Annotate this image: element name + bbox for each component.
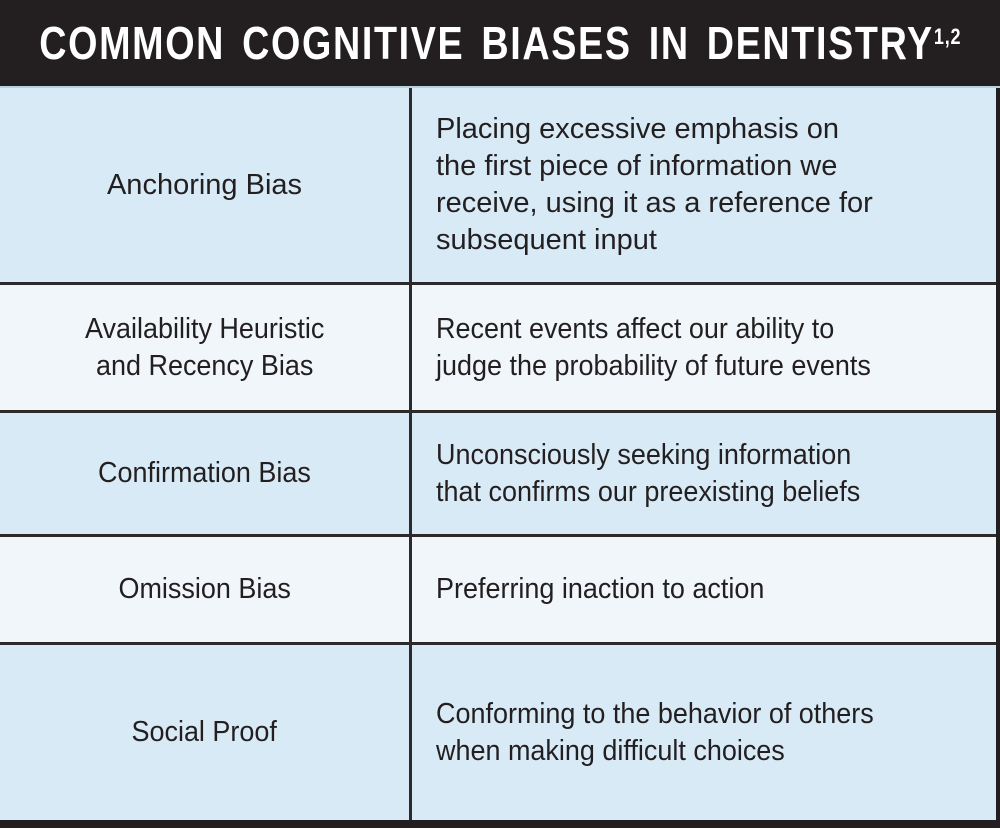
table-row-social-proof: Social Proof Conforming to the behavior … — [0, 645, 996, 820]
term-label: Availability Heuristic and Recency Bias — [84, 312, 325, 382]
definition-cell: Placing excessive emphasis on the first … — [412, 88, 996, 282]
definition-cell: Preferring inaction to action — [412, 537, 996, 642]
definition-text: Preferring inaction to action — [436, 573, 765, 605]
table-row-anchoring-bias: Anchoring Bias Placing excessive emphasi… — [0, 88, 996, 285]
definition-text: Recent events affect our ability to judg… — [436, 312, 871, 382]
term-label: Anchoring Bias — [106, 168, 303, 201]
term-cell: Confirmation Bias — [0, 413, 412, 534]
table-row-omission-bias: Omission Bias Preferring inaction to act… — [0, 537, 996, 645]
definition-cell: Recent events affect our ability to judg… — [412, 285, 996, 410]
table-title-wrap: COMMON COGNITIVE BIASES IN DENTISTRY1,2 — [39, 16, 961, 70]
definition-text: Conforming to the behavior of others whe… — [436, 697, 874, 767]
bottom-rule — [0, 820, 1000, 828]
bias-table: Anchoring Bias Placing excessive emphasi… — [0, 88, 1000, 820]
term-label: Confirmation Bias — [98, 457, 311, 489]
table-title: COMMON COGNITIVE BIASES IN DENTISTRY — [38, 17, 934, 69]
term-cell: Availability Heuristic and Recency Bias — [0, 285, 412, 410]
term-label: Social Proof — [131, 716, 278, 748]
term-cell: Omission Bias — [0, 537, 412, 642]
table-row-availability-heuristic: Availability Heuristic and Recency Bias … — [0, 285, 996, 413]
definition-cell: Unconsciously seeking information that c… — [412, 413, 996, 534]
title-superscript: 1,2 — [933, 24, 962, 49]
definition-text: Unconsciously seeking information that c… — [436, 438, 861, 508]
table-row-confirmation-bias: Confirmation Bias Unconsciously seeking … — [0, 413, 996, 537]
term-cell: Social Proof — [0, 645, 412, 820]
definition-text: Placing excessive emphasis on the first … — [436, 113, 873, 256]
table-header: COMMON COGNITIVE BIASES IN DENTISTRY1,2 — [0, 0, 1000, 88]
term-cell: Anchoring Bias — [0, 88, 412, 282]
term-label: Omission Bias — [118, 573, 291, 605]
definition-cell: Conforming to the behavior of others whe… — [412, 645, 996, 820]
